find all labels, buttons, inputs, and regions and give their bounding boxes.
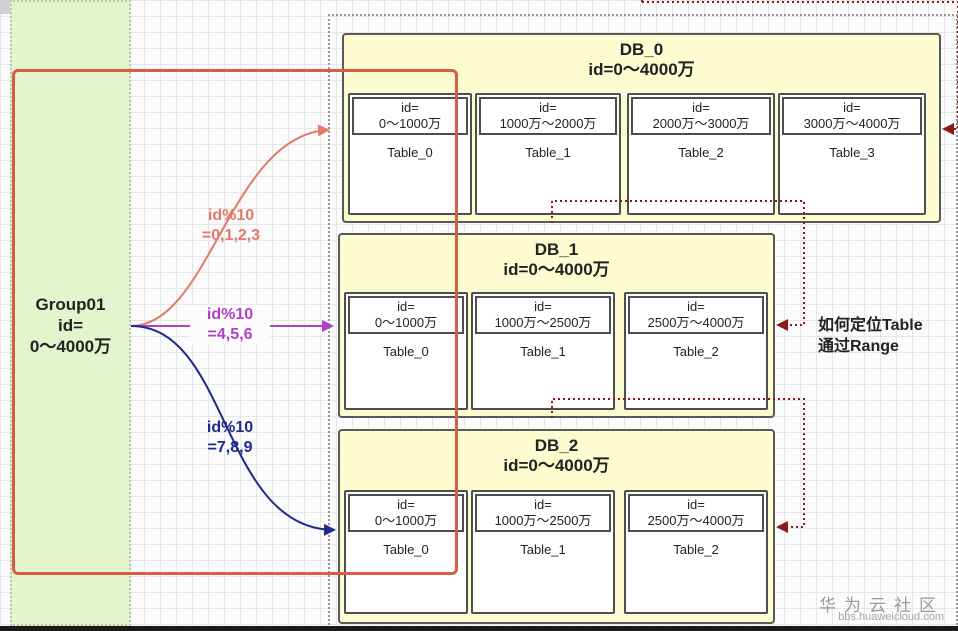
db-2-table-2-range: id= 2500万～4000万 <box>628 494 764 532</box>
db-2-table-0-name: Table_0 <box>383 542 429 557</box>
db-1-table-2-range: id= 2500万～4000万 <box>628 296 764 334</box>
route-label-db1: id%10 =4,5,6 <box>190 305 270 345</box>
range-lookup-note: 如何定位Table 通过Range <box>818 317 923 355</box>
db-1-box: DB_1 id=0～4000万 id= 0～1000万 Table_0 id= … <box>338 233 775 418</box>
db-0-table-0: id= 0～1000万 Table_0 <box>348 93 472 215</box>
db-1-table-1-range: id= 1000万～2500万 <box>475 296 611 334</box>
db-2-table-2-name: Table_2 <box>673 542 719 557</box>
db-1-table-2: id= 2500万～4000万 Table_2 <box>624 292 768 410</box>
range-lookup-arrow-db0 <box>641 0 958 129</box>
group01-label: Group01 id= 0～4000万 <box>29 295 112 356</box>
db-2-table-1-range: id= 1000万～2500万 <box>475 494 611 532</box>
bottom-dark-bar <box>0 626 958 631</box>
route-label-db2: id%10 =7,8,9 <box>206 419 254 456</box>
db-1-table-1: id= 1000万～2500万 Table_1 <box>471 292 615 410</box>
db-0-table-0-range: id= 0～1000万 <box>352 97 468 135</box>
db-2-table-1: id= 1000万～2500万 Table_1 <box>471 490 615 614</box>
db-0-title: DB_0 id=0～4000万 <box>588 40 695 79</box>
db-0-table-1: id= 1000万～2000万 Table_1 <box>475 93 621 215</box>
watermark-title: 华为云社区 <box>819 596 944 615</box>
db-2-box: DB_2 id=0～4000万 id= 0～1000万 Table_0 id= … <box>338 429 775 624</box>
db-0-table-3: id= 3000万～4000万 Table_3 <box>778 93 926 215</box>
db-2-table-0: id= 0～1000万 Table_0 <box>344 490 468 614</box>
db-1-table-1-name: Table_1 <box>520 344 566 359</box>
db-2-table-1-name: Table_1 <box>520 542 566 557</box>
db-0-table-2-range: id= 2000万～3000万 <box>631 97 771 135</box>
db-0-table-0-name: Table_0 <box>387 145 433 160</box>
route-label-db0: id%10 =0,1,2,3 <box>201 207 261 244</box>
db-1-table-2-name: Table_2 <box>673 344 719 359</box>
db-2-title: DB_2 id=0～4000万 <box>503 436 610 475</box>
db-0-table-2: id= 2000万～3000万 Table_2 <box>627 93 775 215</box>
group01-box <box>10 0 131 626</box>
route-arrow-db0 <box>130 124 330 327</box>
db-2-table-0-range: id= 0～1000万 <box>348 494 464 532</box>
range-lookup-arrow-db2 <box>551 398 805 533</box>
db-1-table-0-name: Table_0 <box>383 344 429 359</box>
db-0-box: DB_0 id=0～4000万 id= 0～1000万 Table_0 id= … <box>342 33 941 223</box>
db-0-table-2-name: Table_2 <box>678 145 724 160</box>
range-lookup-arrow-db1 <box>551 200 805 331</box>
db-0-table-1-range: id= 1000万～2000万 <box>479 97 617 135</box>
highlight-frame <box>12 69 458 575</box>
route-arrow-db2 <box>130 325 336 536</box>
db-0-table-3-name: Table_3 <box>829 145 875 160</box>
db-1-table-0-range: id= 0～1000万 <box>348 296 464 334</box>
db-0-table-3-range: id= 3000万～4000万 <box>782 97 922 135</box>
watermark-url: bbs.huaweicloud.com <box>838 611 944 623</box>
db-1-title: DB_1 id=0～4000万 <box>503 240 610 279</box>
db-1-table-0: id= 0～1000万 Table_0 <box>344 292 468 410</box>
db-2-table-2: id= 2500万～4000万 Table_2 <box>624 490 768 614</box>
db-0-table-1-name: Table_1 <box>525 145 571 160</box>
